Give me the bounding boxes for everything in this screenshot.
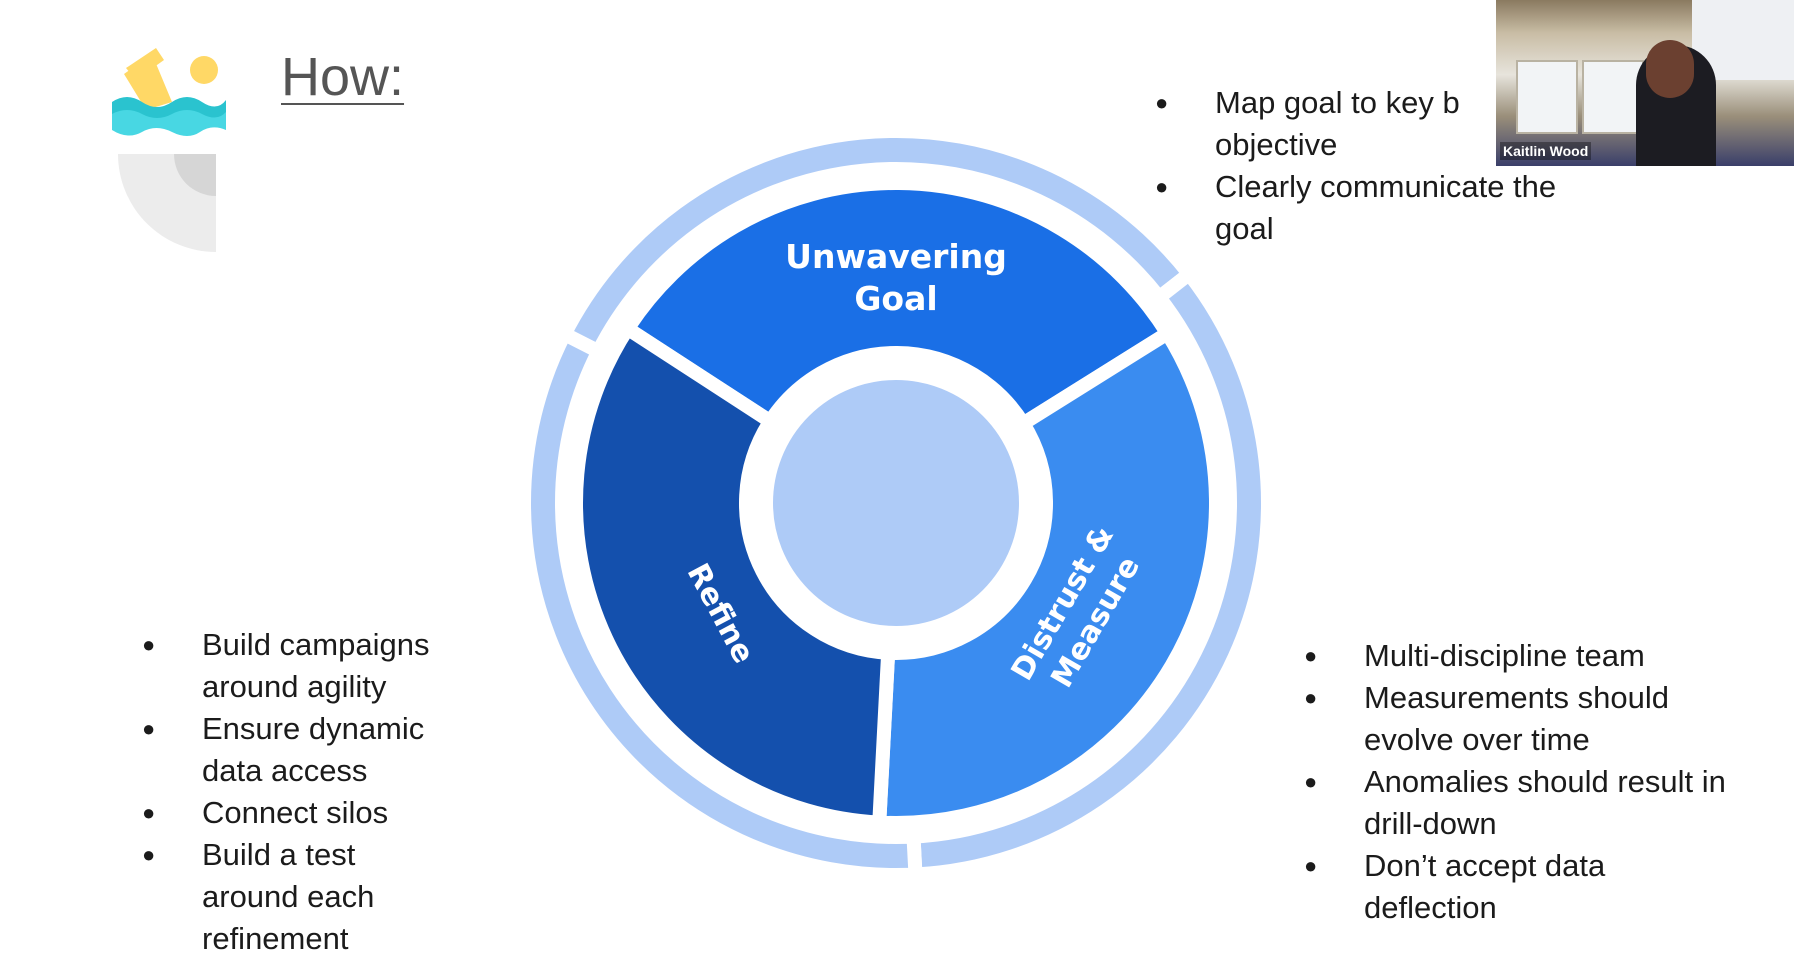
bullet-item: Anomalies should result in drill-down <box>1304 761 1784 845</box>
bullet-item: Build a test around each refinement <box>142 834 452 960</box>
outer-ring-segment <box>517 324 923 882</box>
center-circle <box>755 362 1037 644</box>
goal-segment <box>617 176 1178 434</box>
refine-segment <box>569 319 896 830</box>
bullet-item: Measurements should evolve over time <box>1304 677 1724 761</box>
goal-label-line1: Unwavering <box>785 237 1007 276</box>
slide-title: How: <box>281 47 405 107</box>
bullet-item: Connect silos <box>142 792 492 834</box>
bullet-item: Ensure dynamic data access <box>142 708 492 792</box>
participant-name: Kaitlin Wood <box>1500 142 1592 160</box>
bullet-item: Multi-discipline team <box>1304 635 1784 677</box>
distrust-segment <box>871 323 1224 830</box>
bullet-item: Build campaigns around agility <box>142 624 492 708</box>
bottom-right-bullets: Multi-discipline team Measurements shoul… <box>1304 635 1784 929</box>
swimmer-icon <box>112 48 226 252</box>
video-thumbnail[interactable]: Kaitlin Wood <box>1496 0 1794 166</box>
goal-label-line2: Goal <box>854 279 937 318</box>
bullet-item: Don’t accept data deflection <box>1304 845 1704 929</box>
bottom-left-bullets: Build campaigns around agility Ensure dy… <box>142 624 492 960</box>
